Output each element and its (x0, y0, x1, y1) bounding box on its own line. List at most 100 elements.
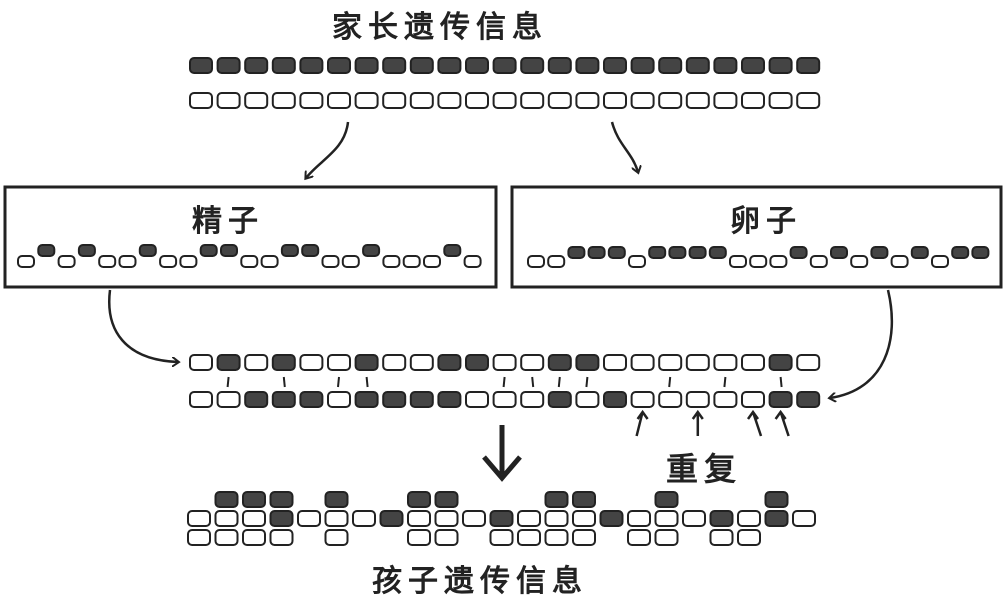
gene-block-dark (607, 246, 626, 259)
gene-block-light (214, 510, 239, 527)
gene-block-light (685, 391, 710, 408)
gene-block-light (409, 354, 434, 371)
sperm-label: 精子 (192, 204, 264, 239)
gene-block-dark (244, 57, 269, 74)
gene-block-light (575, 391, 600, 408)
gene-block-light (737, 510, 761, 527)
gene-block-light (654, 529, 679, 546)
crossover-tick (668, 376, 672, 388)
gene-block-dark (685, 57, 710, 74)
child-genes-bottom-row (187, 529, 761, 546)
gene-block-light (462, 510, 486, 527)
gene-block-dark (271, 57, 296, 74)
gene-block-light (685, 354, 710, 371)
gene-block-dark (354, 354, 379, 371)
gene-block-light (189, 92, 213, 109)
gene-block-light (214, 529, 239, 546)
egg-box (510, 185, 1003, 289)
gene-block-light (796, 92, 821, 109)
gene-block-dark (199, 244, 218, 257)
gene-block-light (216, 391, 241, 408)
gene-block-dark (407, 491, 431, 508)
gene-block-light (658, 92, 683, 109)
gene-block-light (792, 510, 816, 527)
gene-block-dark (547, 391, 572, 408)
gene-block-dark (764, 491, 789, 508)
gene-block-light (517, 529, 541, 546)
gene-block-dark (354, 57, 379, 74)
gene-block-dark (708, 246, 727, 259)
gene-block-light (299, 92, 324, 109)
gene-block-dark (244, 391, 269, 408)
gene-block-dark (764, 510, 789, 527)
parent-genetic-info-title: 家长遗传信息 (332, 10, 548, 45)
gene-block-light (242, 510, 266, 527)
gene-block-light (931, 255, 949, 268)
gene-block-light (517, 510, 541, 527)
gene-block-light (729, 255, 747, 268)
gene-block-light (324, 510, 349, 527)
paired-genes-top-row (189, 354, 821, 371)
repeat-arrow (635, 409, 649, 437)
child-genes-top-row (214, 491, 789, 508)
gene-block-dark (658, 57, 683, 74)
crossover-tick (531, 376, 535, 388)
gene-block-light (492, 391, 517, 408)
gene-block-light (547, 92, 572, 109)
gene-block-dark (544, 491, 569, 508)
gene-block-dark (216, 57, 241, 74)
gene-block-dark (409, 57, 434, 74)
gene-block-dark (567, 246, 586, 259)
gene-block-light (890, 255, 909, 268)
paired-genes-bottom-row (189, 391, 821, 408)
gene-block-dark (768, 391, 793, 408)
gene-block-dark (354, 391, 379, 408)
crossover-tick (723, 376, 727, 388)
gene-block-light (382, 255, 401, 268)
gene-block-light (465, 391, 489, 408)
gene-block-light (769, 255, 788, 268)
gene-block-dark (768, 57, 793, 74)
crossover-tick (557, 376, 561, 388)
gene-block-dark (382, 57, 407, 74)
gene-block-dark (713, 57, 738, 74)
gene-block-light (407, 510, 431, 527)
gene-block-dark (77, 244, 96, 257)
gene-block-dark (796, 57, 821, 74)
gene-block-light (630, 354, 655, 371)
gene-block-dark (189, 57, 213, 74)
gene-block-dark (465, 57, 489, 74)
gene-block-dark (603, 57, 627, 74)
arrow-sperm-to-pair (108, 289, 178, 362)
gene-block-light (749, 255, 768, 268)
gene-block-light (57, 255, 76, 268)
gene-block-dark (379, 510, 404, 527)
gene-block-light (603, 92, 627, 109)
gene-block-dark (768, 354, 793, 371)
gene-block-light (402, 255, 421, 268)
gene-block-dark (271, 391, 296, 408)
gene-block-light (737, 529, 761, 546)
gene-block-light (627, 529, 651, 546)
repeat-arrow (774, 409, 790, 437)
gene-block-light (423, 255, 441, 268)
gene-block-light (465, 92, 489, 109)
gene-block-light (271, 92, 296, 109)
gene-block-light (850, 255, 869, 268)
gene-block-light (324, 529, 349, 546)
gene-block-light (658, 391, 683, 408)
gene-block-light (572, 529, 596, 546)
gene-block-light (352, 510, 376, 527)
gene-block-light (118, 255, 137, 268)
gene-block-dark (971, 246, 990, 259)
arrow-to-sperm (306, 121, 350, 178)
gene-block-light (575, 92, 600, 109)
gene-block-light (159, 255, 178, 268)
gene-block-light (492, 92, 517, 109)
crossover-tick (337, 376, 340, 388)
gene-block-dark (688, 246, 707, 259)
crossover-tick (226, 376, 230, 388)
gene-block-light (520, 354, 545, 371)
gene-block-light (98, 255, 117, 268)
gene-block-light (409, 92, 434, 109)
